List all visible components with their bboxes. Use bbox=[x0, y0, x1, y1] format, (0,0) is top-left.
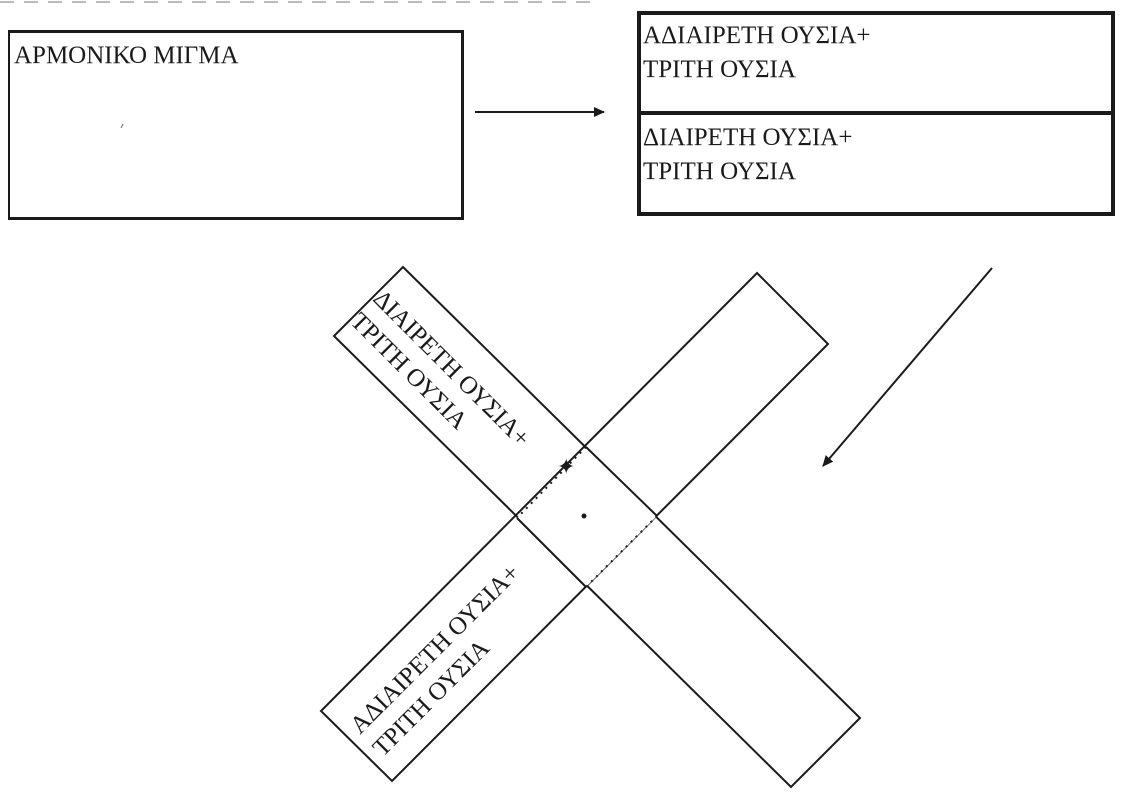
scan-speck bbox=[120, 123, 124, 129]
result-upper-line1: ΑΔΙΑΙΡΕΤΗ ΟΥΣΙΑ+ bbox=[643, 22, 871, 49]
result-upper-text: ΑΔΙΑΙΡΕΤΗ ΟΥΣΙΑ+ ΤΡΙΤΗ ΟΥΣΙΑ bbox=[643, 19, 870, 87]
top-scan-fragment bbox=[0, 1, 600, 3]
mixture-box: ΑΡΜΟΝΙΚΟ ΜΙΓΜΑ bbox=[8, 30, 464, 220]
arrow-diagonal bbox=[822, 267, 993, 467]
mixture-label: ΑΡΜΟΝΙΚΟ ΜΙΓΜΑ bbox=[14, 42, 239, 69]
result-lower-line1: ΔΙΑΙΡΕΤΗ ΟΥΣΙΑ+ bbox=[643, 124, 853, 151]
cross-band-descending bbox=[332, 265, 862, 789]
lower-arm-text: ΑΔΙΑΙΡΕΤΗ ΟΥΣΙΑ+ ΤΡΙΤΗ ΟΥΣΙΑ bbox=[345, 559, 525, 762]
center-edge-lower bbox=[516, 517, 587, 588]
result-divider bbox=[641, 111, 1111, 115]
center-dotted-left bbox=[516, 446, 587, 519]
center-dotted-right bbox=[585, 515, 658, 588]
result-upper-line2: ΤΡΙΤΗ ΟΥΣΙΑ bbox=[643, 56, 796, 83]
cross-band-ascending bbox=[319, 271, 830, 783]
result-lower-line2: ΤΡΙΤΗ ΟΥΣΙΑ bbox=[643, 158, 796, 185]
star-marker: ✦ bbox=[557, 455, 575, 480]
result-box: ΑΔΙΑΙΡΕΤΗ ΟΥΣΙΑ+ ΤΡΙΤΗ ΟΥΣΙΑ ΔΙΑΙΡΕΤΗ ΟΥ… bbox=[637, 11, 1115, 216]
center-edge-upper bbox=[585, 446, 658, 517]
center-dot bbox=[581, 513, 587, 519]
cross-center bbox=[517, 447, 657, 587]
result-lower-text: ΔΙΑΙΡΕΤΗ ΟΥΣΙΑ+ ΤΡΙΤΗ ΟΥΣΙΑ bbox=[643, 121, 852, 189]
upper-arm-text: ΔΙΑΙΡΕΤΗ ΟΥΣΙΑ+ ΤΡΙΤΗ ΟΥΣΙΑ bbox=[345, 285, 535, 452]
